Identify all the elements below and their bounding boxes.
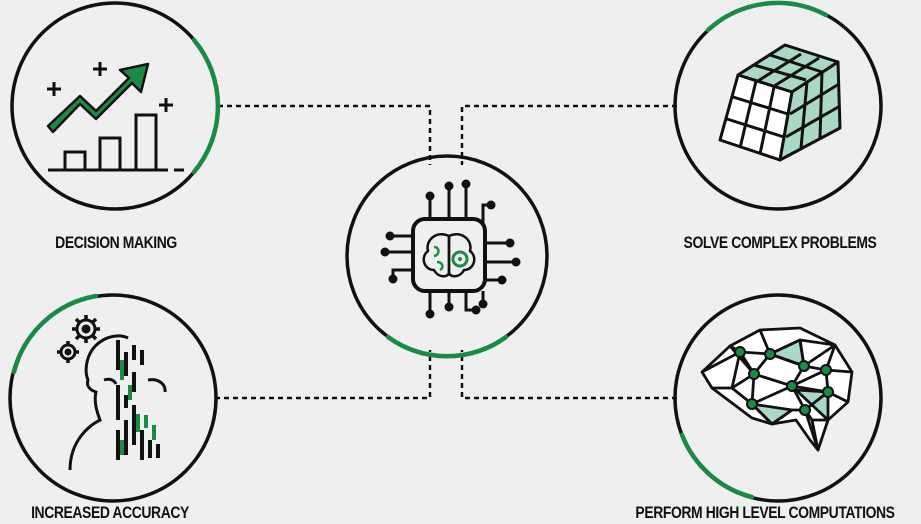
center-node bbox=[345, 154, 549, 359]
node-increased-accuracy bbox=[8, 293, 218, 503]
solve-problems-accent-arc bbox=[705, 0, 829, 33]
label-solve-complex-problems: SOLVE COMPLEX PROBLEMS bbox=[683, 233, 877, 252]
node-solve-complex-problems bbox=[673, 0, 883, 211]
label-perform-high-level-computations: PERFORM HIGH LEVEL COMPUTATIONS bbox=[635, 503, 895, 522]
connector-perform-high-level bbox=[460, 350, 677, 400]
node-decision-making bbox=[10, 1, 221, 211]
connector-decision-making bbox=[218, 104, 432, 165]
center-accent-arc bbox=[385, 334, 509, 359]
neural-brain-icon bbox=[700, 326, 854, 452]
connector-increased-accuracy bbox=[215, 350, 432, 400]
connector-solve-complex-problems bbox=[460, 104, 677, 165]
connector-lines bbox=[215, 104, 677, 400]
human-head-gears-icon bbox=[57, 315, 167, 471]
increased-accuracy-accent-arc bbox=[11, 293, 99, 375]
label-increased-accuracy: INCREASED ACCURACY bbox=[31, 503, 189, 522]
node-perform-high-level-computations bbox=[673, 293, 883, 503]
ai-chip-brain-icon bbox=[380, 179, 521, 319]
label-decision-making: DECISION MAKING bbox=[55, 233, 177, 252]
growth-chart-icon bbox=[46, 62, 190, 172]
decision-making-accent-arc bbox=[191, 37, 221, 175]
rubiks-cube-icon bbox=[718, 43, 842, 162]
computations-accent-arc bbox=[679, 432, 755, 500]
